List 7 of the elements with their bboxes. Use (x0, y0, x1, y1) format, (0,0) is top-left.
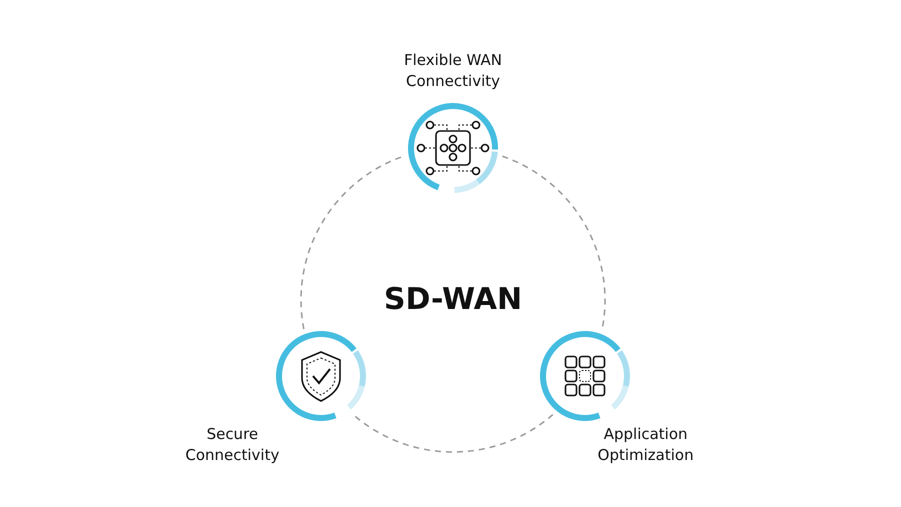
feature-label: Flexible WAN Connectivity (403, 50, 503, 92)
feature-label: Secure Connectivity (184, 424, 280, 466)
dashed-connector (502, 156, 606, 330)
center-title: SD-WAN (383, 282, 523, 317)
dashed-connector (300, 156, 404, 330)
feature-label: Application Optimization (596, 424, 695, 466)
dashed-connector (352, 414, 554, 453)
